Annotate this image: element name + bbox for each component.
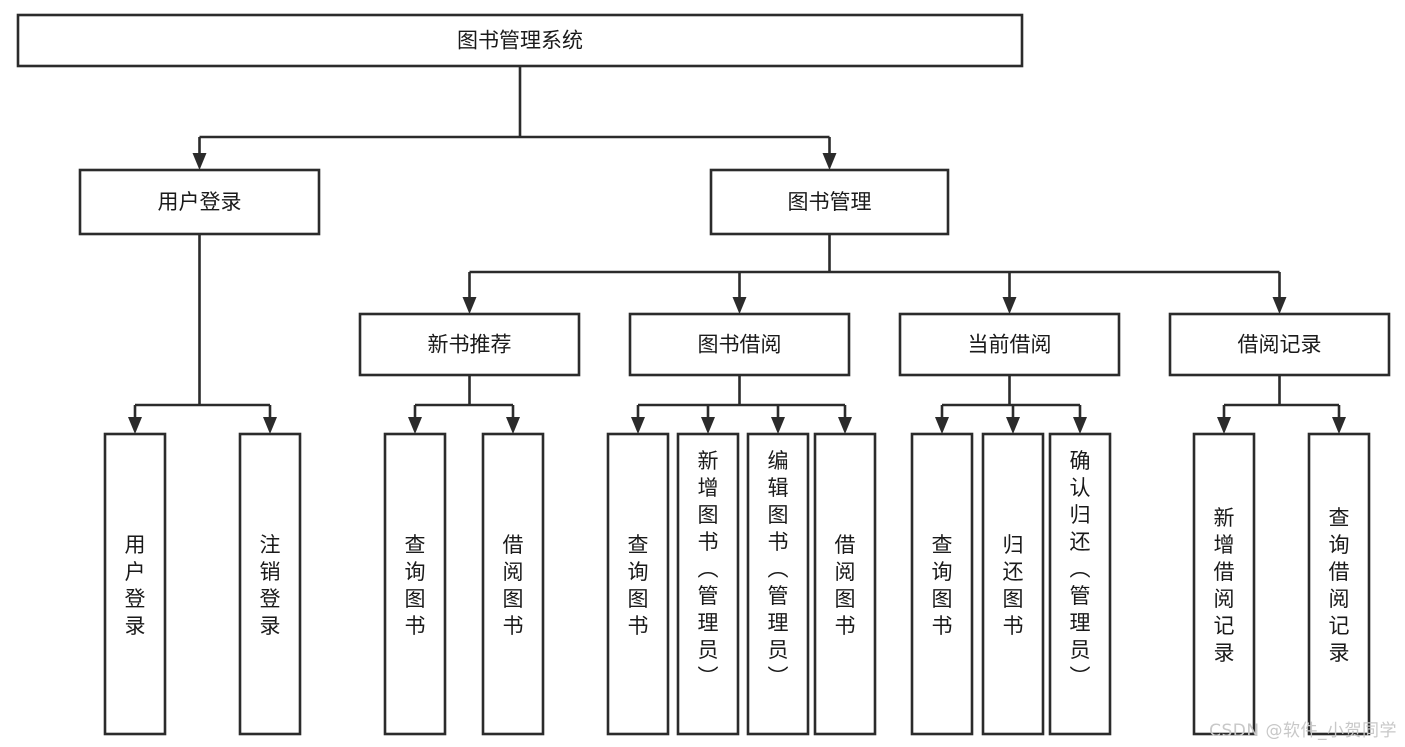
leaf-label-10: 确认归还︵管理员︶: [1070, 449, 1091, 689]
edge-borrow-arrowhead-2: [771, 417, 785, 434]
node-box-leaf-5: [676, 432, 740, 736]
node-box-leaf-7: [813, 432, 877, 736]
connector-lines-group: [128, 66, 1346, 434]
edge-current-arrowhead-2: [1073, 417, 1087, 434]
node-labels-group: 图书管理系统用户登录图书管理新书推荐图书借阅当前借阅借阅记录用户登录注销登录查询…: [125, 29, 1350, 690]
edge-user-login-arrowhead-0: [128, 417, 142, 434]
leaf-label-12: 查询借阅记录: [1329, 506, 1350, 665]
edge-book-mgmt-arrowhead-2: [1002, 297, 1017, 314]
node-box-leaf-8: [910, 432, 974, 736]
leaf-label-0: 用户登录: [125, 533, 146, 638]
node-label-level3-3: 借阅记录: [1238, 333, 1322, 357]
node-box-leaf-11: [1192, 432, 1256, 736]
edge-borrow-arrowhead-0: [631, 417, 645, 434]
edge-records-arrowhead-0: [1217, 417, 1231, 434]
leaf-label-5: 新增图书︵管理员︶: [698, 449, 719, 689]
leaf-label-2: 查询图书: [405, 533, 426, 638]
node-label-level2-1: 图书管理: [788, 190, 872, 214]
node-label-level3-0: 新书推荐: [428, 333, 512, 357]
node-boxes-group: [16, 13, 1391, 736]
node-label-level2-0: 用户登录: [158, 190, 242, 214]
node-label-level3-1: 图书借阅: [698, 333, 782, 357]
edge-book-mgmt-arrowhead-1: [732, 297, 747, 314]
csdn-watermark: CSDN @软件_小贺同学: [1209, 721, 1397, 741]
edge-current-arrowhead-1: [1006, 417, 1020, 434]
edge-book-mgmt-arrowhead-3: [1272, 297, 1287, 314]
leaf-label-4: 查询图书: [628, 533, 649, 638]
edge-borrow-arrowhead-3: [838, 417, 852, 434]
edge-borrow-arrowhead-1: [701, 417, 715, 434]
node-box-level3-2: [898, 312, 1121, 377]
leaf-label-7: 借阅图书: [835, 533, 856, 638]
edge-root-arrowhead-0: [192, 153, 207, 170]
node-label-level3-2: 当前借阅: [968, 333, 1052, 357]
node-box-leaf-1: [238, 432, 302, 736]
node-box-leaf-9: [981, 432, 1045, 736]
edge-records-arrowhead-1: [1332, 417, 1346, 434]
leaf-label-11: 新增借阅记录: [1214, 506, 1235, 665]
edge-root-arrowhead-1: [822, 153, 837, 170]
leaf-label-8: 查询图书: [932, 533, 953, 638]
node-box-level2-1: [709, 168, 950, 236]
node-box-root-0: [16, 13, 1024, 68]
node-box-leaf-0: [103, 432, 167, 736]
node-box-leaf-6: [746, 432, 810, 736]
node-box-level3-0: [358, 312, 581, 377]
edge-new-book-arrowhead-1: [506, 417, 520, 434]
node-box-leaf-4: [606, 432, 670, 736]
node-box-leaf-12: [1307, 432, 1371, 736]
edge-user-login-arrowhead-1: [263, 417, 277, 434]
node-box-leaf-3: [481, 432, 545, 736]
node-box-level3-1: [628, 312, 851, 377]
leaf-label-6: 编辑图书︵管理员︶: [768, 449, 789, 689]
node-box-level3-3: [1168, 312, 1391, 377]
leaf-label-9: 归还图书: [1003, 533, 1024, 638]
leaf-label-3: 借阅图书: [503, 533, 524, 638]
node-box-leaf-10: [1048, 432, 1112, 736]
node-box-level2-0: [78, 168, 321, 236]
leaf-label-1: 注销登录: [260, 533, 281, 638]
edge-new-book-arrowhead-0: [408, 417, 422, 434]
node-box-leaf-2: [383, 432, 447, 736]
node-label-root-0: 图书管理系统: [457, 29, 583, 53]
edge-book-mgmt-arrowhead-0: [462, 297, 477, 314]
edge-current-arrowhead-0: [935, 417, 949, 434]
